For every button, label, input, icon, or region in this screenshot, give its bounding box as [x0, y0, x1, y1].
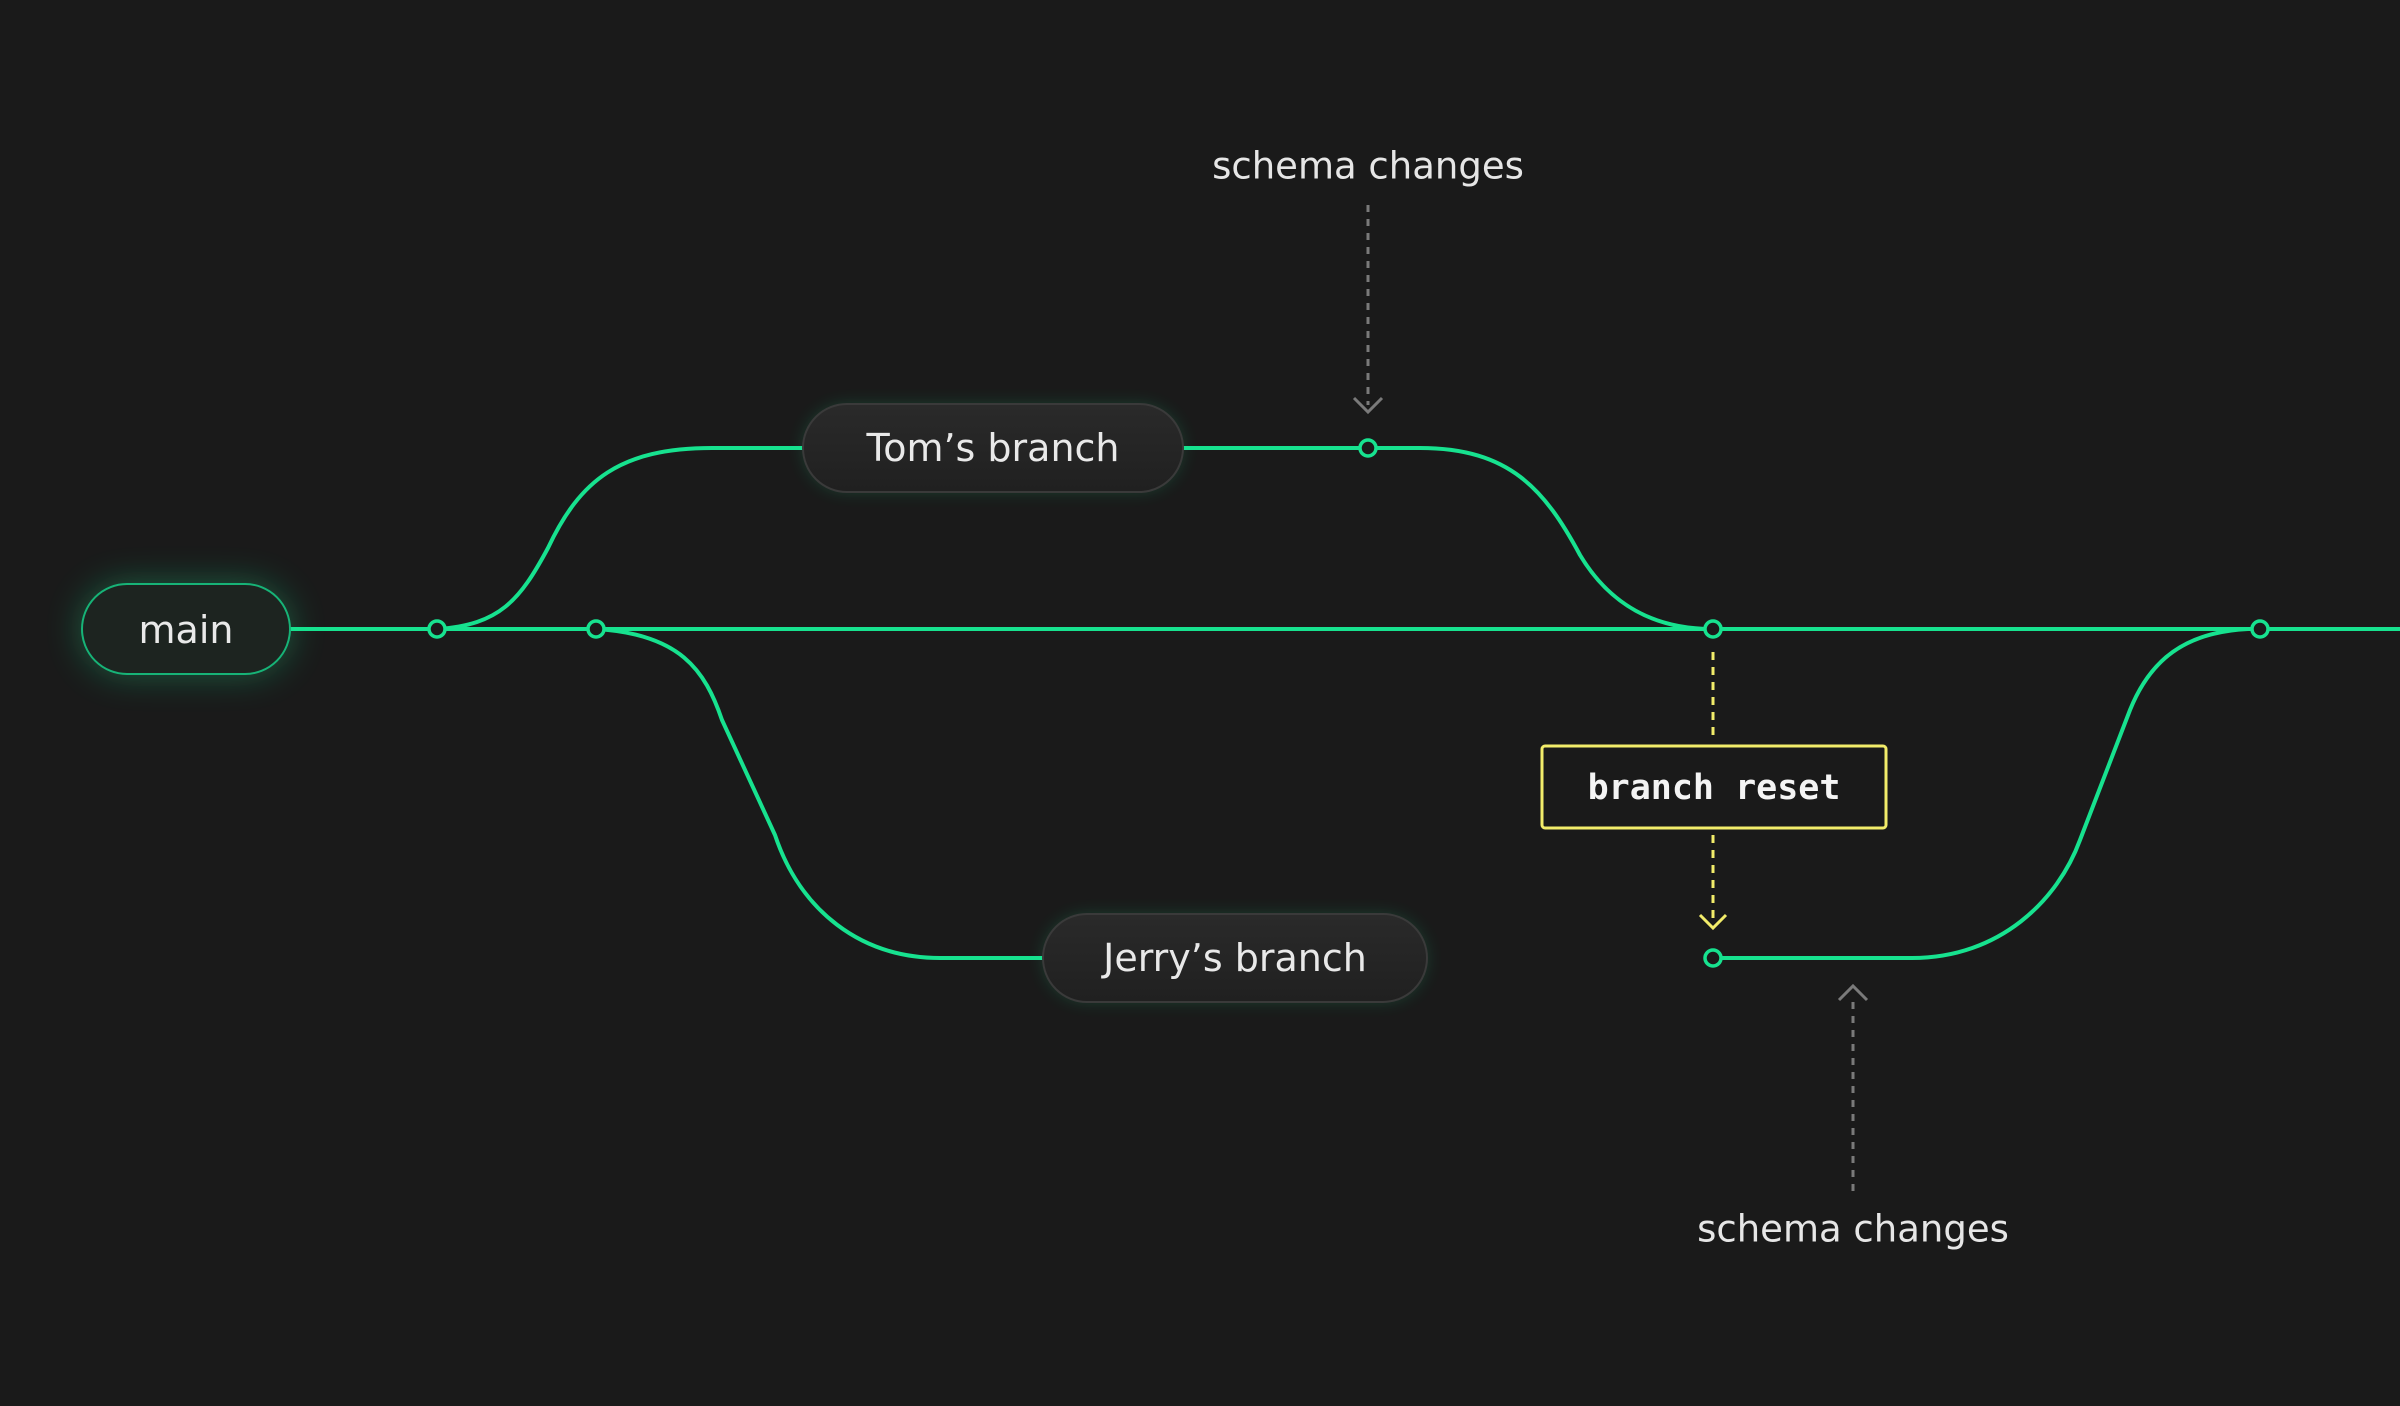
tom-branch-line [436, 446, 1713, 631]
bottom-schema-changes-label: schema changes [1697, 1208, 2009, 1251]
tom-branch-label: Tom’s branch [865, 426, 1119, 470]
commit-node-jerry-merge [2250, 619, 2270, 639]
jerry-merge-line [1720, 627, 2249, 960]
branch-reset-box: branch reset [1540, 744, 1888, 830]
jerry-branch-pill: Jerry’s branch [1042, 913, 1428, 1003]
main-branch-label: main [139, 608, 234, 652]
commit-node-tom-schema [1358, 438, 1378, 458]
tom-branch-pill: Tom’s branch [802, 403, 1184, 493]
commit-nodes [427, 438, 2270, 968]
commit-node-tom-fork [427, 619, 447, 639]
commit-node-jerry-reset [1703, 948, 1723, 968]
main-branch-pill: main [81, 583, 291, 675]
jerry-branch-label: Jerry’s branch [1101, 936, 1367, 980]
commit-node-tom-merge [1703, 619, 1723, 639]
jerry-branch-line [595, 627, 1045, 960]
top-annotation-arrow-head-icon [1352, 396, 1384, 415]
branch-reset-label: branch reset [1588, 768, 1841, 808]
reset-arrow-head-icon [1698, 913, 1728, 931]
top-schema-changes-label: schema changes [1212, 145, 1524, 188]
commit-node-jerry-fork [586, 619, 606, 639]
bottom-annotation-arrow-head-icon [1837, 983, 1869, 1002]
